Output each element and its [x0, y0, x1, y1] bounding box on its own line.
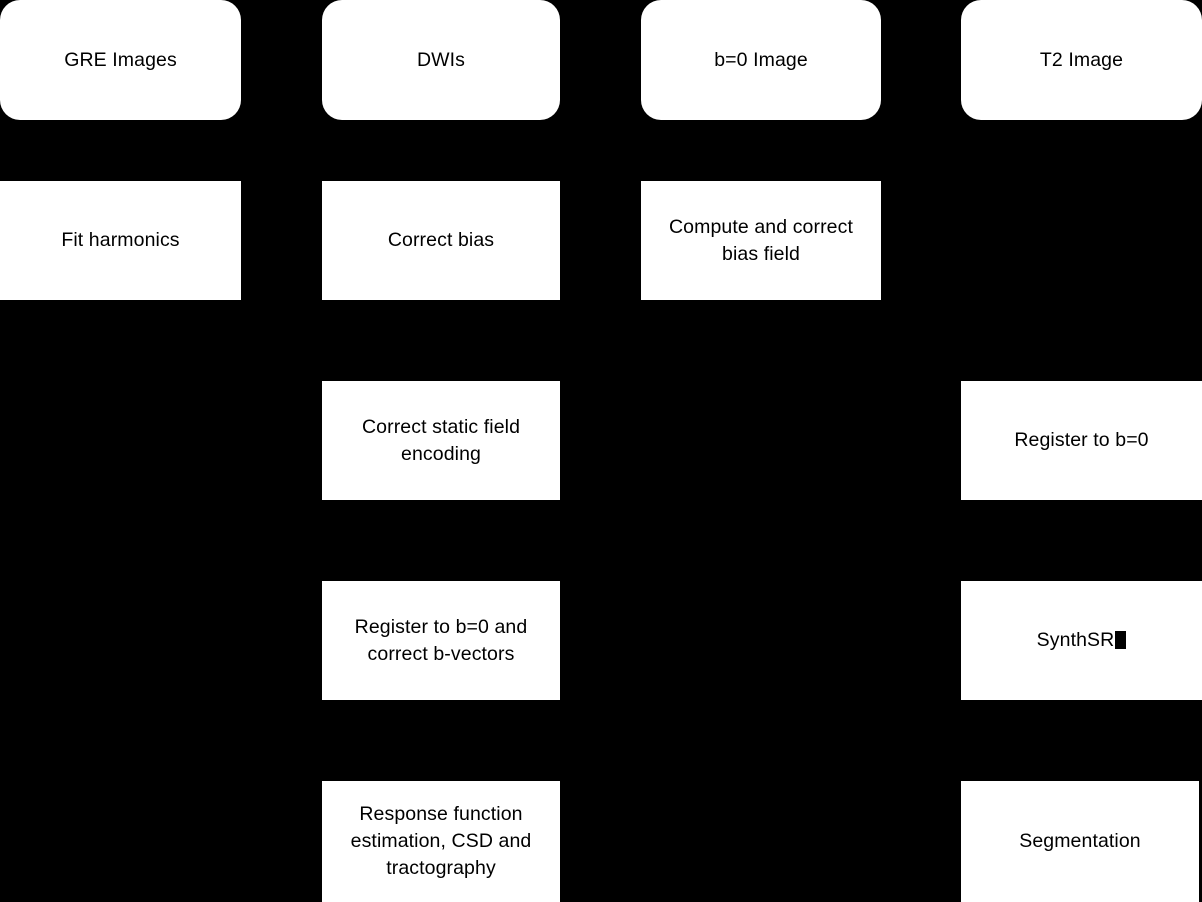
node-b0-image-label: b=0 Image [714, 48, 808, 71]
node-register-to-b0[interactable]: Register to b=0 [961, 381, 1202, 500]
node-dwis-label: DWIs [416, 48, 466, 71]
node-response-function-csd-tractography-label: Response function estimation, CSD and tr… [350, 803, 532, 879]
node-compute-correct-bias-field[interactable]: Compute and correct bias field [641, 181, 881, 300]
node-correct-static-field-encoding-label: Correct static field encoding [361, 415, 521, 465]
node-b0-image[interactable]: b=0 Image [641, 0, 881, 120]
node-fit-harmonics[interactable]: Fit harmonics [0, 181, 241, 300]
node-synthsr-text: SynthSR [1036, 629, 1115, 651]
node-correct-bias-label: Correct bias [387, 229, 495, 251]
missing-glyph-box-icon [1115, 631, 1127, 649]
node-segmentation-label: Segmentation [1019, 830, 1141, 852]
node-synthsr[interactable]: SynthSR [961, 581, 1202, 700]
node-fit-harmonics-label: Fit harmonics [61, 229, 180, 251]
node-register-to-b0-label: Register to b=0 [1014, 429, 1149, 451]
node-correct-static-field-encoding[interactable]: Correct static field encoding [322, 381, 560, 500]
node-register-to-b0-and-correct-b-vectors[interactable]: Register to b=0 and correct b-vectors [322, 581, 560, 700]
node-correct-bias[interactable]: Correct bias [322, 181, 560, 300]
node-t2-image-label: T2 Image [1039, 48, 1124, 71]
node-t2-image[interactable]: T2 Image [961, 0, 1202, 120]
node-gre-images[interactable]: GRE Images [0, 0, 241, 120]
node-compute-correct-bias-field-label: Compute and correct bias field [669, 215, 853, 265]
node-register-to-b0-and-correct-b-vectors-label: Register to b=0 and correct b-vectors [354, 615, 528, 665]
node-synthsr-label: SynthSR [969, 627, 1194, 654]
node-segmentation[interactable]: Segmentation [961, 781, 1199, 902]
node-gre-images-label: GRE Images [64, 48, 177, 71]
node-dwis[interactable]: DWIs [322, 0, 560, 120]
node-response-function-csd-tractography[interactable]: Response function estimation, CSD and tr… [322, 781, 560, 902]
